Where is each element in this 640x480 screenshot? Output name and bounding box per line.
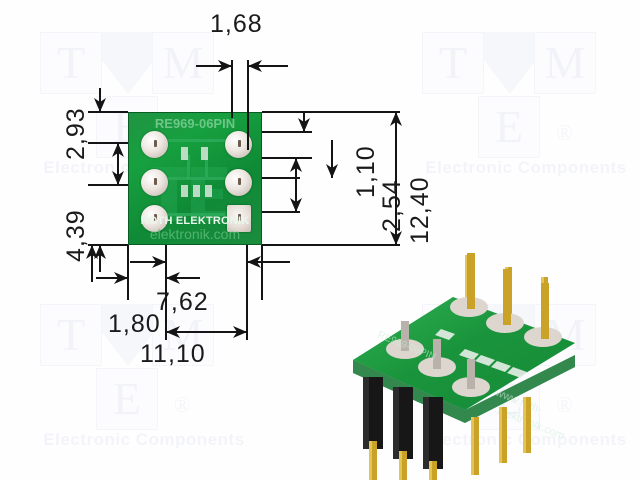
dim-label-left-upper: 2,93 (62, 107, 90, 160)
dim-label-top-gap: 1,68 (210, 10, 263, 38)
dim-label-right-small: 1,10 (352, 145, 380, 198)
pcb-trace (205, 155, 208, 177)
smd-pad (181, 147, 188, 160)
drill-hole-icon (153, 214, 157, 222)
dim-label-bottom-pitch: 7,62 (156, 288, 209, 316)
pcb-brand-label: ROTH ELEKTRONIK (140, 215, 250, 227)
smd-pad (201, 147, 208, 160)
pin-header-housings (363, 377, 443, 469)
drill-hole-icon (153, 178, 157, 186)
pad-2 (141, 169, 168, 196)
product-photo-illustration: RE969-06PIN www.roth- elektronik.com (353, 253, 575, 480)
dim-label-right-pitch: 2,54 (378, 179, 406, 232)
smd-pad (205, 185, 212, 197)
dim-label-bottom-edge: 1,80 (108, 310, 161, 338)
dim-label-right-total: 12,40 (406, 176, 434, 244)
drill-hole-icon (238, 214, 242, 222)
pcb-part-label: RE969-06PIN (154, 116, 236, 131)
pad-5 (225, 169, 252, 196)
pcb-trace (165, 139, 231, 142)
pcb-url-label: elektronik.com (149, 226, 241, 242)
drill-hole-icon (237, 140, 241, 148)
pcb-trace (187, 155, 190, 179)
dim-label-left-lower: 4,39 (62, 209, 90, 262)
smd-pad (193, 185, 200, 197)
dim-label-bottom-total: 11,10 (140, 340, 206, 368)
smd-pad (181, 185, 188, 197)
product-photo: RE969-06PIN www.roth- elektronik.com (345, 245, 640, 480)
drill-hole-icon (237, 178, 241, 186)
pad-6 (227, 205, 251, 232)
pcb-trace (165, 177, 231, 180)
pad-3 (141, 205, 168, 232)
pcb-trace (165, 213, 225, 216)
